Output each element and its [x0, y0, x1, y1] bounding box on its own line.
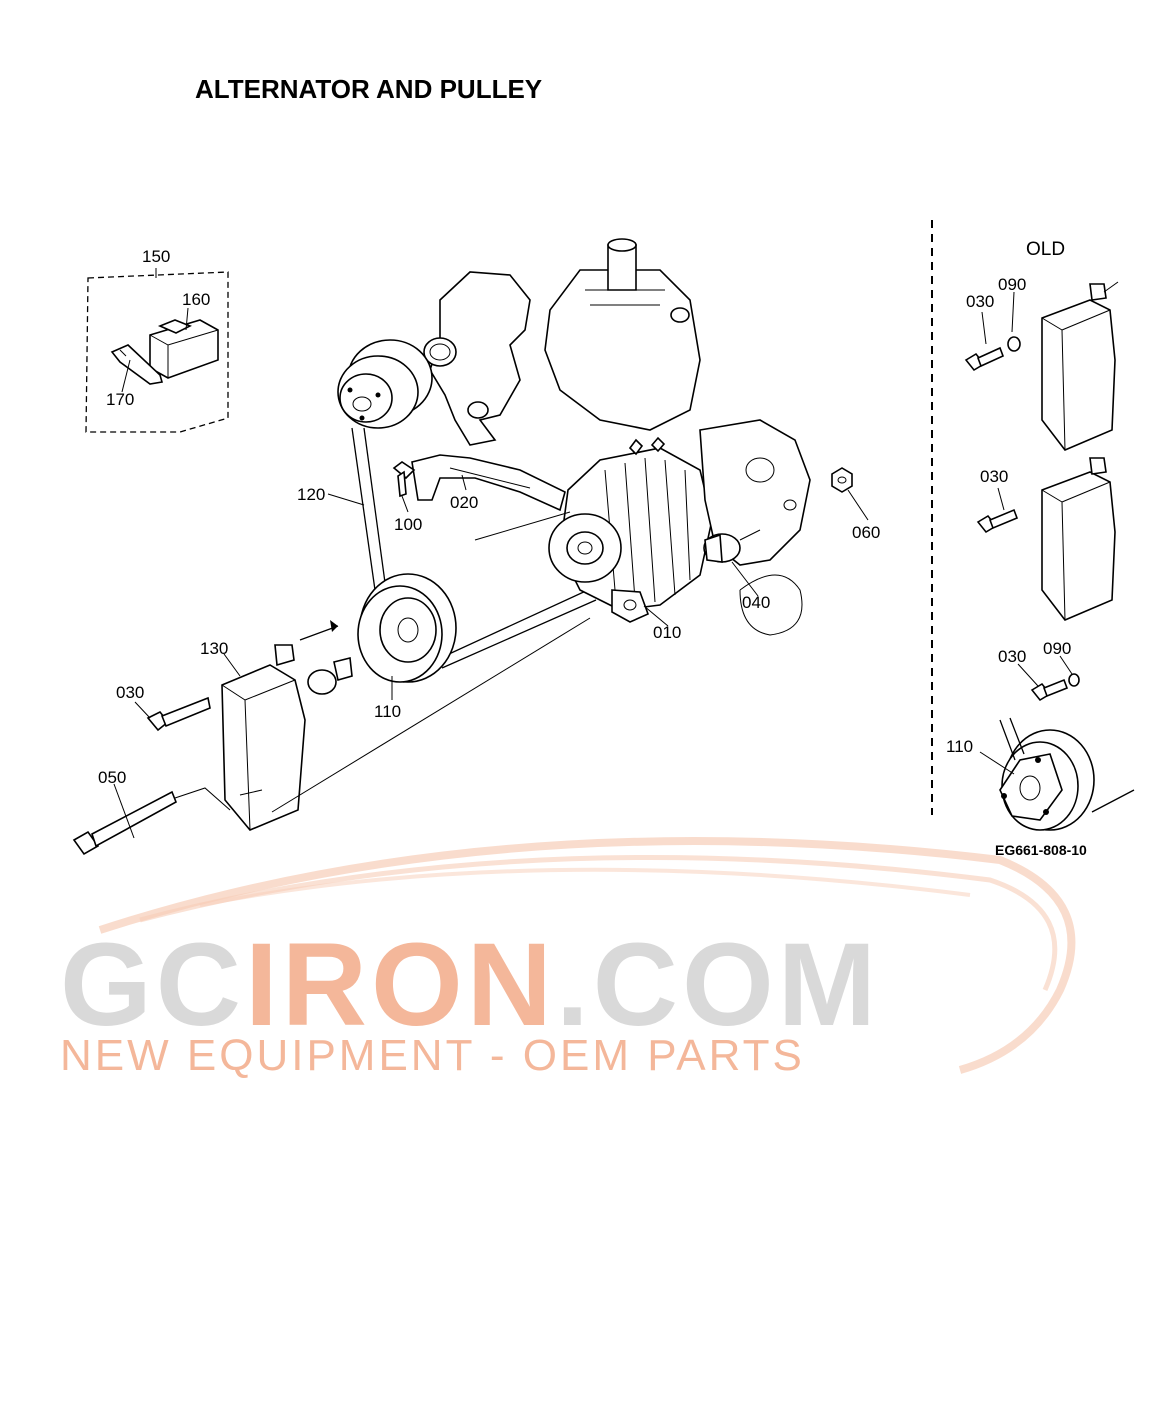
- drawing-code: EG661-808-10: [995, 842, 1087, 858]
- old-bolt-2: [976, 508, 1019, 534]
- watermark-brand: GCIRON.COM: [60, 919, 880, 1051]
- callout-100: 100: [394, 515, 422, 534]
- old-callout-030-c: 030: [998, 647, 1026, 666]
- callout-160: 160: [182, 290, 210, 309]
- callout-110: 110: [374, 702, 401, 721]
- part-120-v-belt: [351, 427, 597, 669]
- crankshaft-nut: [307, 657, 353, 695]
- rotation-arrow: [299, 620, 339, 641]
- part-130-belt-cover: [221, 644, 306, 831]
- callout-130: 130: [200, 639, 228, 658]
- water-pump-housing: [423, 238, 701, 446]
- callout-010: 010: [653, 623, 681, 642]
- inset-box-150: [85, 271, 229, 433]
- old-callout-090-c: 090: [1043, 639, 1071, 658]
- part-100-bolt: [392, 461, 416, 498]
- callout-170: 170: [106, 390, 134, 409]
- watermark-com: .COM: [556, 919, 880, 1051]
- watermark-gc: GC: [60, 919, 245, 1051]
- watermark-tagline: NEW EQUIPMENT - OEM PARTS: [60, 1031, 805, 1080]
- part-020-adjusting-bracket: [411, 454, 566, 512]
- old-callout-030-a: 030: [966, 292, 994, 311]
- part-030-bolt: [146, 696, 211, 732]
- old-pulley-110: [999, 717, 1135, 831]
- callout-050: 050: [98, 768, 126, 787]
- part-160-clamp: [149, 319, 219, 379]
- callout-120: 120: [297, 485, 325, 504]
- old-cover-2: [1041, 457, 1116, 621]
- part-040-collar: [703, 529, 761, 563]
- alternator-mount-bracket: [699, 419, 811, 636]
- part-050-long-bolt: [72, 790, 178, 856]
- old-callout-030-b: 030: [980, 467, 1008, 486]
- part-010-alternator: [548, 436, 713, 623]
- old-cover-1: [1041, 281, 1119, 451]
- watermark: GCIRON.COM NEW EQUIPMENT - OEM PARTS: [60, 837, 1076, 1080]
- part-110-crank-pulley: [357, 573, 457, 683]
- old-bolt-washer-3: [1030, 673, 1080, 702]
- old-section: OLD 030 090 030: [931, 220, 1135, 858]
- water-pump-pulley: [337, 339, 433, 429]
- watermark-iron: IRON: [245, 919, 556, 1051]
- old-bolt-washer-1: [964, 336, 1021, 372]
- callout-040: 040: [742, 593, 770, 612]
- old-label: OLD: [1026, 239, 1065, 260]
- old-callout-110: 110: [946, 737, 973, 756]
- callout-150: 150: [142, 247, 170, 266]
- callout-030: 030: [116, 683, 144, 702]
- part-170-clip: [110, 344, 164, 385]
- old-callout-090-a: 090: [998, 275, 1026, 294]
- part-060-nut: [831, 467, 853, 493]
- callout-leaders: [113, 268, 869, 839]
- callout-060: 060: [852, 523, 880, 542]
- callout-020: 020: [450, 493, 478, 512]
- page-title: ALTERNATOR AND PULLEY: [195, 74, 543, 104]
